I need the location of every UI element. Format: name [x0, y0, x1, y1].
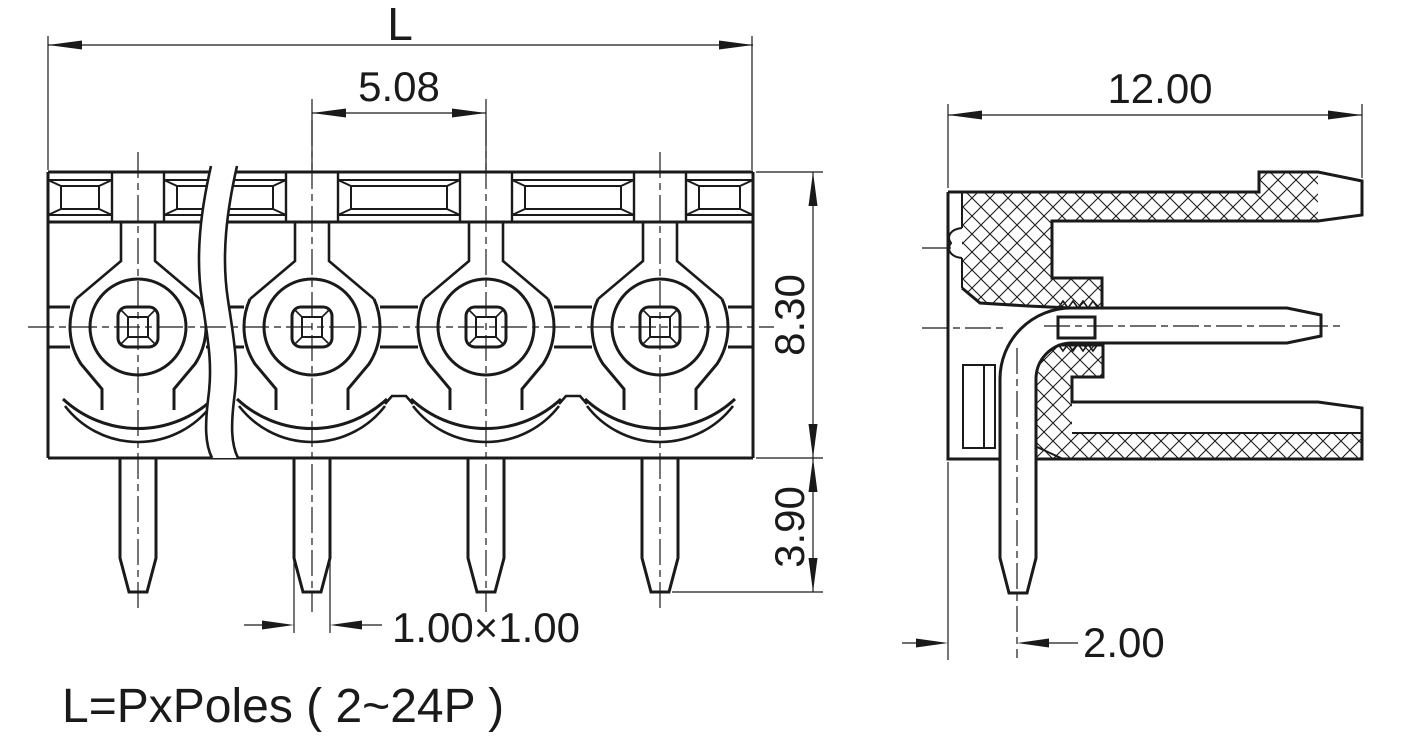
dim-pin-length-label: 3.90 — [766, 486, 813, 568]
front-view-dimensions — [47, 36, 823, 633]
arrowhead-icon — [808, 558, 818, 592]
arrowhead-icon — [808, 424, 818, 458]
front-view-drawing — [28, 120, 774, 612]
hatch-main-block — [962, 221, 1102, 308]
hatch-top-arm — [962, 172, 1318, 221]
arrowhead-icon — [916, 638, 948, 648]
arrowhead-icon — [1328, 110, 1362, 120]
hatch-bottom-arm — [1037, 433, 1362, 459]
side-view-drawing — [922, 170, 1364, 658]
arrowhead-icon — [330, 620, 362, 630]
dim-pitch-label: 5.08 — [358, 63, 440, 110]
latch-slot — [962, 364, 996, 449]
centerlines-front — [28, 120, 774, 612]
band-slots — [47, 179, 754, 216]
band-stems — [110, 172, 688, 222]
scallop-cusps — [384, 394, 588, 405]
side-view-dimensions — [902, 104, 1363, 660]
terminal-unit — [409, 222, 563, 594]
serration — [1057, 299, 1099, 310]
arrowhead-icon — [48, 40, 82, 50]
arrowhead-icon — [719, 40, 753, 50]
break-line — [197, 165, 214, 459]
terminal-unit — [583, 222, 737, 594]
centerlines-side — [922, 325, 1340, 658]
arrowhead-icon — [948, 110, 982, 120]
arrowhead-icon — [808, 172, 818, 206]
terminal-unit — [235, 222, 389, 594]
bent-pin — [998, 306, 1323, 595]
dim-body-height-label: 8.30 — [766, 274, 813, 356]
dim-pin-cross-section-label: 1.00×1.00 — [392, 604, 580, 651]
dim-depth-label: 12.00 — [1107, 65, 1212, 112]
dim-total-length-label: L — [387, 0, 413, 50]
arrowhead-icon — [312, 108, 346, 118]
serration — [1057, 342, 1099, 353]
hatch-center-wall — [1037, 345, 1103, 433]
dim-pin-offset-label: 2.00 — [1083, 619, 1165, 666]
terminal-unit — [61, 222, 215, 594]
arrowhead-icon — [1017, 638, 1049, 648]
break-line — [223, 165, 240, 459]
formula-note: L=PxPoles ( 2~24P ) — [62, 680, 504, 733]
arrowhead-icon — [808, 458, 818, 492]
arrowhead-icon — [452, 108, 486, 118]
break-mask — [198, 166, 238, 458]
arrowhead-icon — [262, 620, 294, 630]
pin-section-block — [1056, 315, 1097, 340]
notch — [948, 227, 963, 259]
